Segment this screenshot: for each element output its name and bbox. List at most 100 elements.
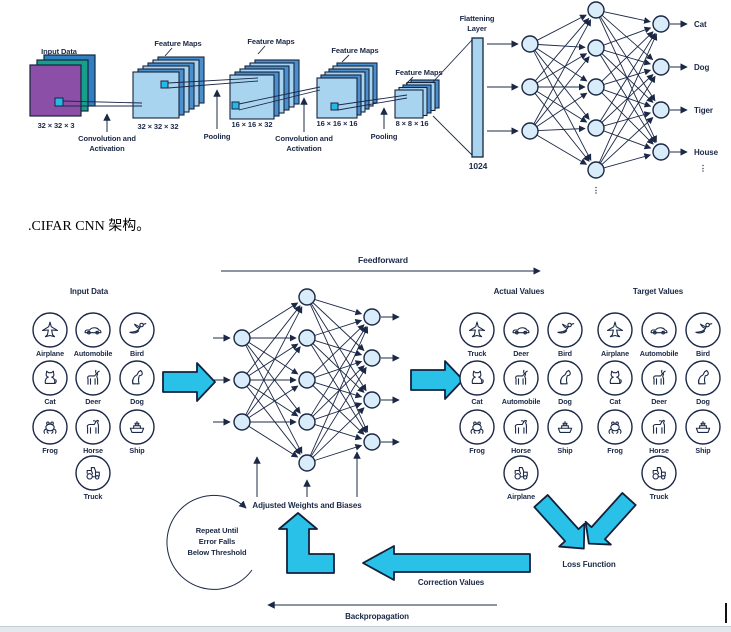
svg-text:Ship: Ship [129,446,145,455]
pooling1-label: Pooling [204,132,231,141]
actual-grid-title: Actual Values [494,287,545,296]
repeat-loop: Repeat Until Error Falls Below Threshold [166,494,253,590]
grid-item: Deer [503,312,539,358]
op-labels: Convolution and Activation Pooling Convo… [78,89,398,153]
svg-text:Feature Maps: Feature Maps [395,68,442,77]
text-caret [725,603,727,623]
network-edges [245,298,369,461]
conv-trace-lines [62,77,408,111]
svg-text:Horse: Horse [83,446,103,455]
grid-item: Automobile [502,360,541,406]
svg-text:Feature Maps: Feature Maps [154,39,201,48]
output-label-dog: Dog [694,63,709,72]
conv1-label: Convolution and [78,134,136,143]
feature-maps-4: Feature Maps 8 × 8 × 16 [394,68,443,128]
svg-text:Flattening: Flattening [460,14,495,23]
grid-item: Frog [32,409,68,455]
correction-values-arrow: Correction Values [362,545,531,587]
svg-text:Dog: Dog [558,397,572,406]
hidden-ellipsis: ⋮ [592,186,600,195]
input-dims: 32 × 32 × 3 [38,121,75,130]
grid-item: Cat [32,360,68,406]
target-grid-title: Target Values [633,287,684,296]
svg-text:Airplane: Airplane [507,492,535,501]
svg-text:8 × 8 × 16: 8 × 8 × 16 [396,119,429,128]
svg-text:Ship: Ship [557,446,573,455]
grid-item: Automobile [640,312,679,358]
caption: .CIFAR CNN 架构。 [28,219,151,234]
grid-item: Ship [685,409,721,455]
svg-text:32 × 32 × 32: 32 × 32 × 32 [138,122,179,131]
grid-item: Dog [119,360,155,406]
grid-item: Airplane [32,312,68,358]
grid-item: Truck [75,455,111,501]
svg-text:Repeat Until: Repeat Until [196,526,239,535]
backpropagation-label: Backpropagation [345,612,409,621]
flow-arrow-right-1 [162,362,216,402]
svg-text:Horse: Horse [511,446,531,455]
grid-item: Deer [75,360,111,406]
grid-item: Automobile [74,312,113,358]
svg-text:Automobile: Automobile [640,349,679,358]
grid-item: Dog [547,360,583,406]
loss-function-label: Loss Function [562,560,616,569]
grid-item: Ship [119,409,155,455]
grid-item: Cat [597,360,633,406]
svg-text:Deer: Deer [651,397,667,406]
svg-text:Truck: Truck [84,492,103,501]
flow-arrow-right-2 [410,360,464,400]
svg-text:Truck: Truck [468,349,487,358]
svg-text:Cat: Cat [471,397,483,406]
grid-item: Bird [547,312,583,358]
feature-maps-3: Feature Maps 16 × 16 × 16 [316,46,379,128]
svg-text:Automobile: Automobile [502,397,541,406]
output-ellipsis: ⋮ [699,164,707,173]
feature-maps-1: Feature Maps 32 × 32 × 32 [132,39,205,131]
svg-text:Deer: Deer [513,349,529,358]
svg-text:Layer: Layer [467,24,487,33]
svg-text:Feature Maps: Feature Maps [247,37,294,46]
svg-text:16 × 16 × 16: 16 × 16 × 16 [317,119,358,128]
svg-text:Automobile: Automobile [74,349,113,358]
grid-item: Horse [641,409,677,455]
svg-text:Ship: Ship [695,446,711,455]
input-data-title: Input Data [41,47,78,56]
bottom-strip [0,626,731,632]
grid-item: Truck [641,455,677,501]
actual-values-grid: Actual Values Truck Deer Bird Cat Automo… [459,287,583,501]
cnn-classifier-network: ⋮ Cat Dog Tiger House ⋮ [487,1,719,195]
input-grid: Input Data Airplane Automobile Bird Cat … [32,287,155,501]
grid-item: Truck [459,312,495,358]
conv2-label: Convolution and [275,134,333,143]
output-label-cat: Cat [694,20,707,29]
svg-text:16 × 16 × 32: 16 × 16 × 32 [232,120,273,129]
grid-item: Bird [685,312,721,358]
flattening-layer: Flattening Layer 1024 [432,14,495,171]
svg-text:Bird: Bird [130,349,144,358]
svg-text:Frog: Frog [607,446,623,455]
grid-item: Airplane [597,312,633,358]
grid-item: Cat [459,360,495,406]
grid-item: Dog [685,360,721,406]
pooling2-label: Pooling [371,132,398,141]
svg-text:Deer: Deer [85,397,101,406]
grid-item: Horse [75,409,111,455]
input-grid-title: Input Data [70,287,109,296]
training-loop-diagram: Feedforward Input Data Airplane Automobi… [32,255,721,621]
svg-text:Dog: Dog [130,397,144,406]
svg-text:Truck: Truck [650,492,669,501]
correction-values-label: Correction Values [418,578,485,587]
svg-text:Horse: Horse [649,446,669,455]
network-edges [533,11,658,169]
grid-item: Frog [459,409,495,455]
grid-item: Ship [547,409,583,455]
svg-text:Frog: Frog [42,446,58,455]
svg-text:Cat: Cat [44,397,56,406]
svg-text:Error Falls: Error Falls [199,537,235,546]
svg-text:Airplane: Airplane [36,349,64,358]
svg-text:Below Threshold: Below Threshold [188,548,247,557]
input-data-stack: Input Data 32 × 32 × 3 [29,47,96,130]
output-label-tiger: Tiger [694,106,713,115]
svg-text:Airplane: Airplane [601,349,629,358]
adjusted-weights: Adjusted Weights and Biases [252,451,362,510]
